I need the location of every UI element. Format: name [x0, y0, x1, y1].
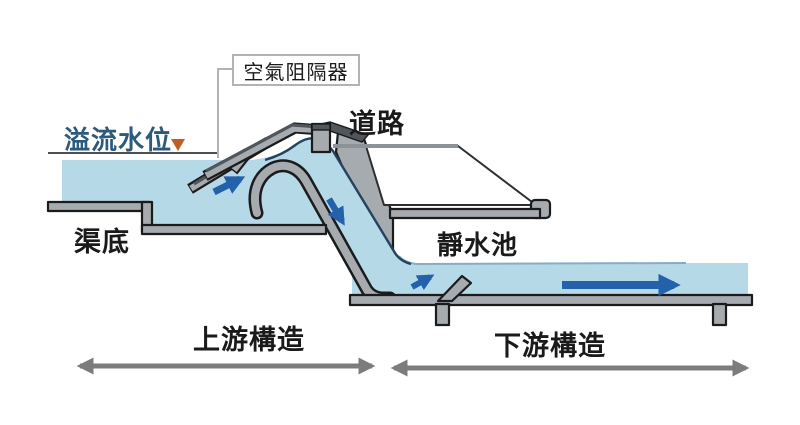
road-embankment — [365, 145, 537, 206]
upstream-floor — [140, 223, 328, 236]
air-barrier-callout: 空氣阻隔器 — [232, 54, 360, 86]
flow-arrow-upstream — [212, 175, 246, 196]
water-level-marker-icon — [171, 139, 185, 151]
hood-end-post-top — [311, 123, 331, 131]
flow-arrow-chute — [326, 197, 345, 226]
basin-floor — [348, 293, 754, 307]
basin-baffle-block — [436, 274, 473, 303]
road-label: 道路 — [349, 109, 405, 139]
flow-arrow-basin-entry — [410, 274, 435, 291]
air-barrier-leader-line — [217, 68, 232, 158]
basin-water — [356, 255, 748, 296]
upstream-structure-label: 上游構造 — [193, 325, 305, 355]
stilling-basin-label: 靜水池 — [437, 230, 519, 260]
hood-upper-bar-shade — [205, 123, 321, 173]
overflow-level-label: 溢流水位 — [64, 125, 173, 155]
road-platform — [388, 207, 542, 220]
downstream-structure-label: 下游構造 — [494, 331, 606, 361]
upstream-ledge — [46, 200, 151, 213]
basin-leg-left — [434, 302, 451, 327]
basin-leg-right — [711, 302, 728, 327]
channel-bottom-label: 渠底 — [74, 227, 130, 257]
air-barrier-label: 空氣阻隔器 — [243, 61, 349, 84]
